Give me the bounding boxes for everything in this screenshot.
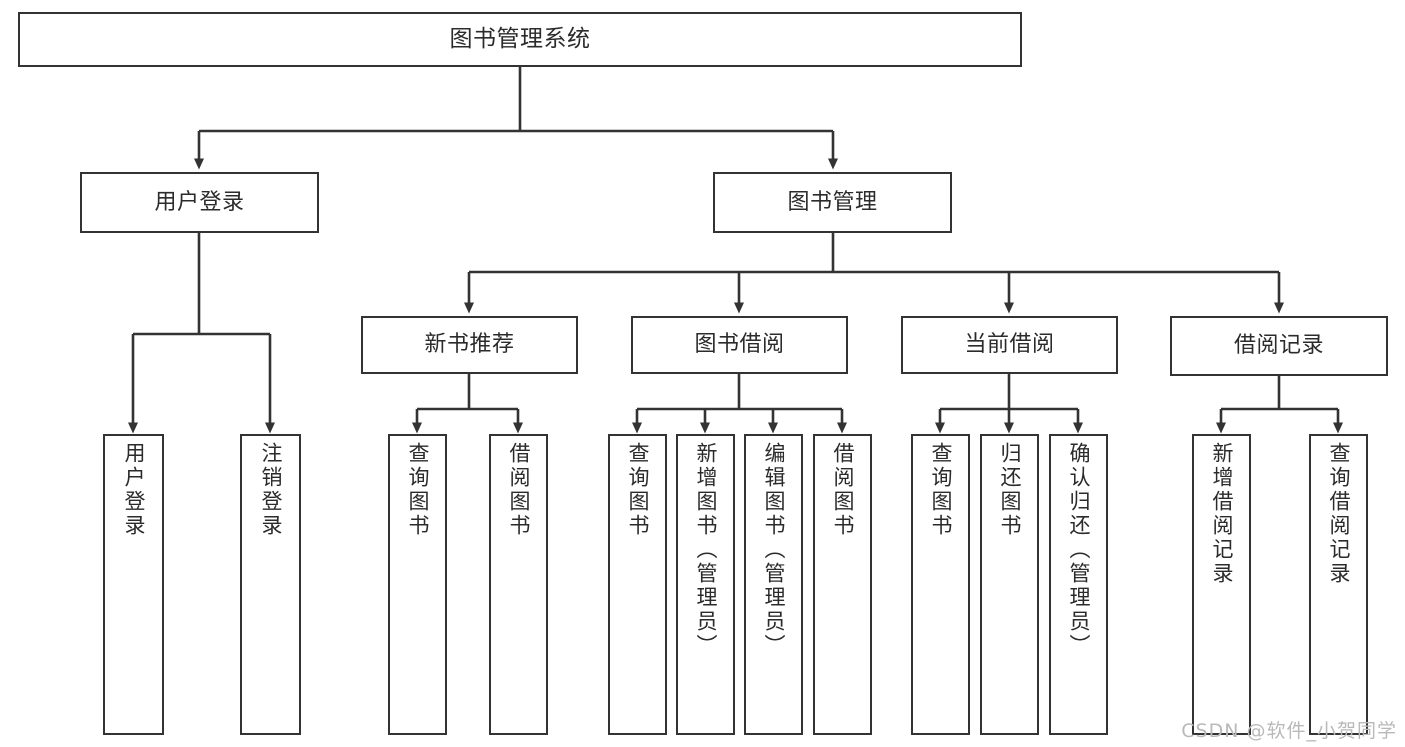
node-current-borrow-label: 当前借阅 [964,332,1055,358]
node-leaf-return-book-label: 归还图书 [998,442,1022,538]
node-leaf-query-book-2[interactable]: 查询图书 [608,434,667,735]
node-book-manage[interactable]: 图书管理 [713,172,952,233]
node-leaf-edit-book-label: 编辑图书（管理员） [762,442,786,658]
csdn-watermark: CSDN @软件_小贺同学 [1181,720,1397,742]
node-leaf-add-record[interactable]: 新增借阅记录 [1192,434,1251,735]
node-leaf-add-book-label: 新增图书（管理员） [694,442,718,658]
node-user-login-label: 用户登录 [154,189,245,215]
node-leaf-borrow-book-2[interactable]: 借阅图书 [813,434,872,735]
node-new-book-rec-label: 新书推荐 [424,332,515,358]
node-leaf-query-record-label: 查询借阅记录 [1327,442,1351,586]
node-leaf-add-record-label: 新增借阅记录 [1210,442,1234,586]
node-leaf-query-book-2-label: 查询图书 [626,442,650,538]
node-book-borrow[interactable]: 图书借阅 [631,316,848,374]
node-borrow-record[interactable]: 借阅记录 [1170,316,1388,376]
node-leaf-confirm-return-label: 确认归还（管理员） [1067,442,1091,658]
node-leaf-borrow-book-2-label: 借阅图书 [831,442,855,538]
node-leaf-user-login-label: 用户登录 [122,442,146,538]
node-borrow-record-label: 借阅记录 [1233,333,1324,359]
node-leaf-logout-label: 注销登录 [259,442,283,538]
node-user-login[interactable]: 用户登录 [80,172,319,233]
node-leaf-logout[interactable]: 注销登录 [240,434,301,735]
node-book-manage-label: 图书管理 [787,189,878,215]
node-leaf-query-book-1[interactable]: 查询图书 [388,434,447,735]
node-leaf-query-book-3[interactable]: 查询图书 [911,434,970,735]
node-leaf-edit-book[interactable]: 编辑图书（管理员） [744,434,803,735]
node-root-system[interactable]: 图书管理系统 [18,12,1022,67]
node-root-system-label: 图书管理系统 [449,26,591,53]
node-current-borrow[interactable]: 当前借阅 [901,316,1118,374]
node-new-book-rec[interactable]: 新书推荐 [361,316,578,374]
node-leaf-return-book[interactable]: 归还图书 [980,434,1039,735]
node-leaf-add-book[interactable]: 新增图书（管理员） [676,434,735,735]
node-leaf-borrow-book-1-label: 借阅图书 [507,442,531,538]
node-leaf-query-book-3-label: 查询图书 [929,442,953,538]
node-leaf-user-login[interactable]: 用户登录 [103,434,164,735]
node-leaf-query-record[interactable]: 查询借阅记录 [1309,434,1368,735]
node-leaf-query-book-1-label: 查询图书 [406,442,430,538]
node-book-borrow-label: 图书借阅 [694,332,785,358]
node-leaf-confirm-return[interactable]: 确认归还（管理员） [1049,434,1108,735]
node-leaf-borrow-book-1[interactable]: 借阅图书 [489,434,548,735]
